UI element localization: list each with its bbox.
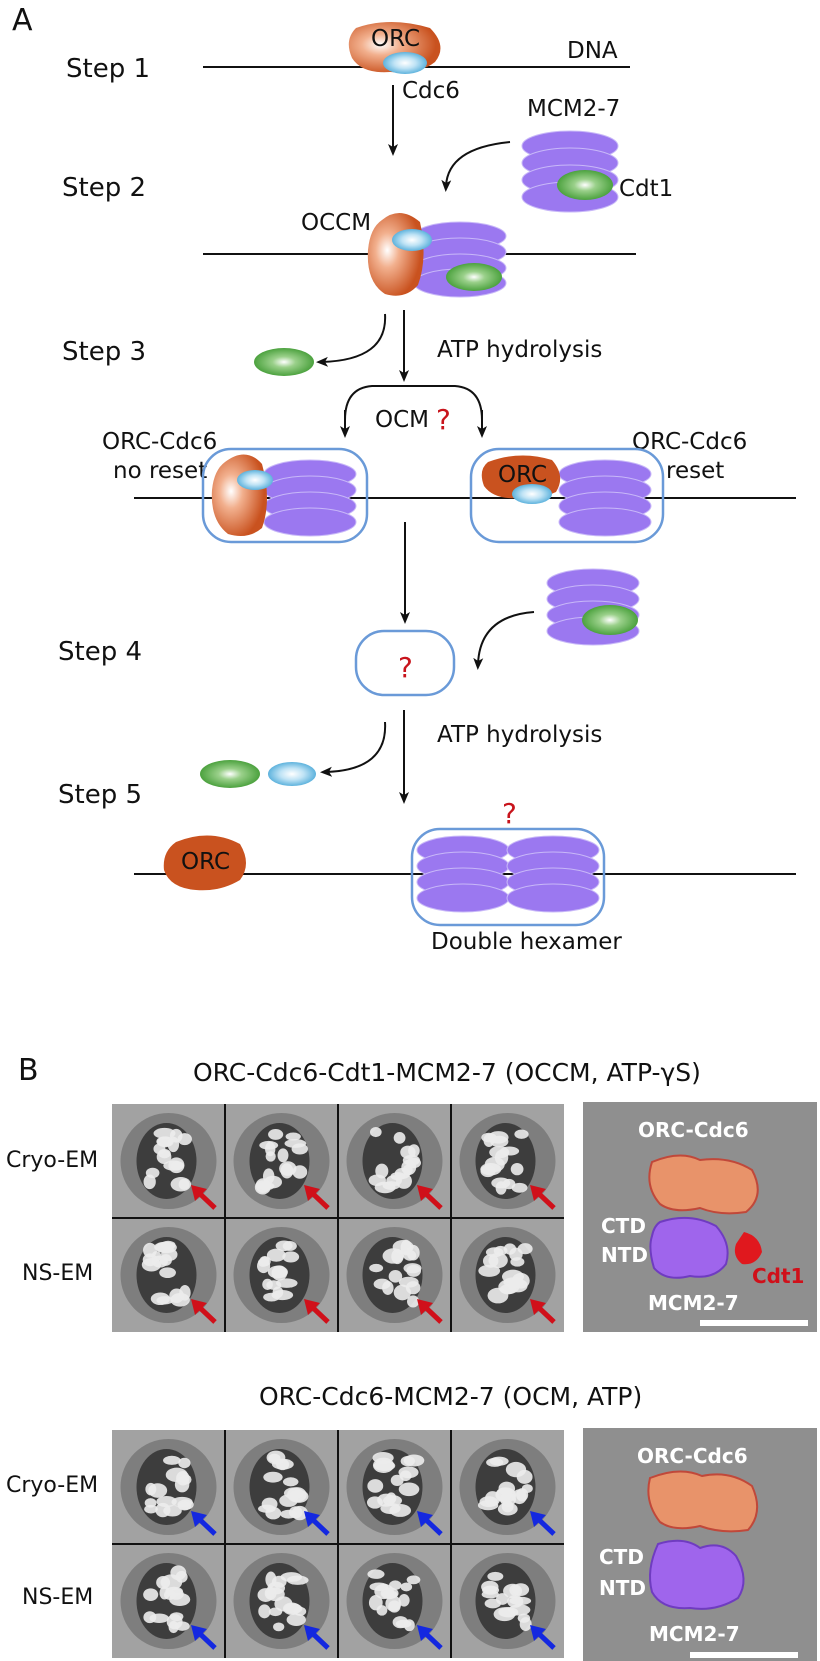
cdc6-reset: [512, 484, 552, 504]
em-class-average: [338, 1544, 451, 1658]
step4-unknown-box: [354, 629, 456, 697]
occm-model-ctd-label: CTD: [601, 1214, 646, 1238]
ocm-reset-box: [469, 447, 665, 544]
double-hexamer-label: Double hexamer: [431, 929, 622, 955]
ocm-question: ?: [436, 403, 451, 436]
double-hexamer-box: [410, 827, 606, 927]
arrow-cdt1-release: [316, 313, 387, 367]
left-state-label-1: ORC-Cdc6: [102, 429, 217, 455]
em-class-average: [225, 1218, 338, 1332]
orc-occm: [367, 212, 424, 296]
em-class-average: [112, 1104, 225, 1218]
em-class-average: [225, 1544, 338, 1658]
cdt1-released: [254, 348, 314, 376]
occm-em-grid: [112, 1104, 564, 1332]
ocm-row-label-cryo: Cryo-EM: [6, 1473, 98, 1498]
occm-label: OCCM: [301, 210, 371, 236]
ocm-row-label-ns: NS-EM: [22, 1585, 93, 1610]
mcm-reset: [558, 459, 652, 537]
em-class-average: [338, 1104, 451, 1218]
em-class-average: [338, 1430, 451, 1544]
right-state-label-1: ORC-Cdc6: [632, 429, 747, 455]
cdt1-incoming-step4: [582, 605, 638, 635]
atp-hydrolysis-label-2: ATP hydrolysis: [437, 722, 602, 748]
ocm-title: ORC-Cdc6-MCM2-7 (OCM, ATP): [259, 1382, 642, 1411]
cdc6-released-step5: [268, 762, 316, 786]
cdt1-released-step5: [200, 760, 260, 788]
double-hexamer-question: ?: [502, 797, 517, 830]
orc-label-final: ORC: [181, 849, 230, 875]
mcm-no-reset: [263, 459, 357, 537]
arrow-mcm-load: [441, 141, 511, 192]
ocm-model-ctd-label: CTD: [599, 1545, 644, 1569]
cdt1-label: Cdt1: [619, 176, 673, 202]
step-1-label: Step 1: [66, 54, 150, 84]
orc-label-reset: ORC: [498, 462, 547, 488]
em-class-average: [338, 1218, 451, 1332]
em-class-average: [112, 1218, 225, 1332]
step-3-label: Step 3: [62, 337, 146, 367]
em-class-average: [451, 1430, 564, 1544]
step-5-label: Step 5: [58, 780, 142, 810]
occm-model-cdt1-label: Cdt1: [752, 1264, 804, 1288]
em-class-average: [451, 1544, 564, 1658]
mcm-incoming-step4: [546, 568, 640, 646]
atp-hydrolysis-label-1: ATP hydrolysis: [437, 337, 602, 363]
em-class-average: [451, 1218, 564, 1332]
em-class-average: [225, 1104, 338, 1218]
em-class-average: [112, 1544, 225, 1658]
occm-row-label-cryo: Cryo-EM: [6, 1148, 98, 1173]
right-state-label-2: reset: [666, 458, 724, 484]
arrow-mcm-load-2: [473, 611, 535, 670]
orc-no-reset: [211, 454, 267, 536]
step4-question: ?: [398, 651, 413, 684]
cdc6-no-reset: [237, 470, 273, 490]
double-hexamer: [416, 835, 600, 913]
dna-label: DNA: [567, 38, 618, 64]
orc-final: [163, 835, 246, 891]
cdt1-incoming-step2: [557, 170, 613, 200]
occm-model-panel: [583, 1102, 817, 1332]
step-2-label: Step 2: [62, 173, 146, 203]
occm-model-mcm-label: MCM2-7: [648, 1291, 739, 1315]
ocm-label: OCM: [375, 407, 429, 433]
occm-title: ORC-Cdc6-Cdt1-MCM2-7 (OCCM, ATP-γS): [193, 1058, 701, 1087]
mcm-label-step2: MCM2-7: [527, 96, 620, 122]
mcm-incoming-step2: [521, 130, 619, 213]
cdc6-step1: [383, 52, 427, 74]
panel-b-label: B: [18, 1053, 39, 1088]
em-class-average: [112, 1430, 225, 1544]
orc-label-step1: ORC: [371, 26, 420, 52]
em-class-average: [225, 1430, 338, 1544]
step-4-label: Step 4: [58, 637, 142, 667]
occm-model-ntd-label: NTD: [601, 1243, 648, 1267]
ocm-model-mcm-label: MCM2-7: [649, 1622, 740, 1646]
cdc6-occm: [392, 229, 432, 251]
panel-a-label: A: [12, 3, 33, 38]
cdt1-occm: [446, 263, 502, 291]
arrow-ocm-branch: [344, 385, 483, 421]
ocm-model-ntd-label: NTD: [599, 1576, 646, 1600]
ocm-model-panel: [583, 1428, 817, 1661]
em-class-average: [451, 1104, 564, 1218]
cdc6-label: Cdc6: [402, 78, 460, 104]
occm-row-label-ns: NS-EM: [22, 1261, 93, 1286]
left-state-label-2: no reset: [113, 458, 207, 484]
arrow-cdc6-cdt1-release: [320, 721, 387, 777]
ocm-em-grid: [112, 1430, 564, 1658]
ocm-model-orc-cdc6-label: ORC-Cdc6: [637, 1444, 748, 1468]
ocm-no-reset-box: [201, 447, 369, 544]
occm-model-orc-cdc6-label: ORC-Cdc6: [638, 1118, 749, 1142]
